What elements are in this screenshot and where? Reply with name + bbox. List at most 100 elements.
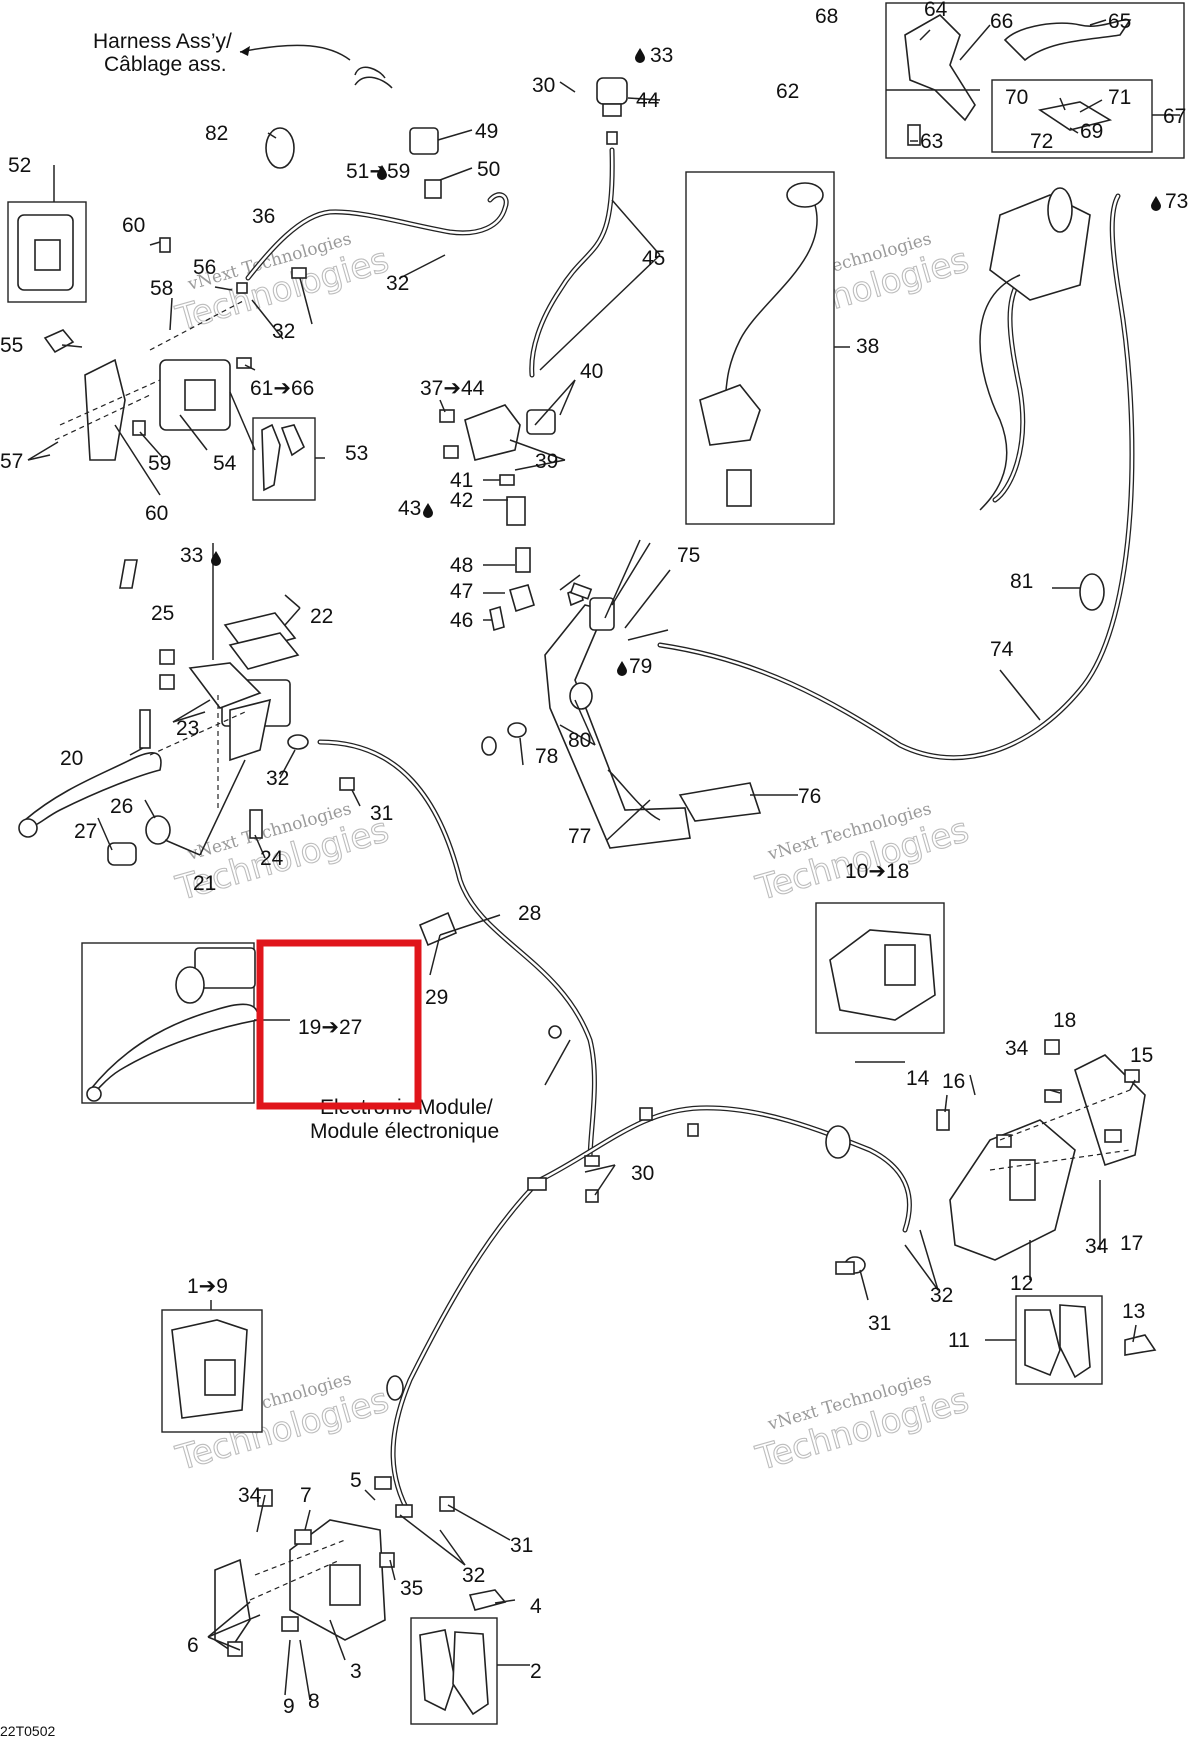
callout: 57 bbox=[0, 450, 23, 473]
callout: 9 bbox=[283, 1695, 295, 1718]
callout: 33 bbox=[180, 544, 203, 567]
callout: 52 bbox=[8, 154, 31, 177]
callout: 49 bbox=[475, 120, 498, 143]
callout: 58 bbox=[150, 277, 173, 300]
callout: 40 bbox=[580, 360, 603, 383]
callout: 55 bbox=[0, 334, 23, 357]
harness-label: Câblage ass. bbox=[104, 53, 227, 76]
callout: 27 bbox=[74, 820, 97, 843]
callout: 31 bbox=[510, 1534, 533, 1557]
callout: 82 bbox=[205, 122, 228, 145]
callout: 7 bbox=[300, 1484, 312, 1507]
module-label: Module électronique bbox=[310, 1120, 499, 1143]
callout: 48 bbox=[450, 554, 473, 577]
callout: 5 bbox=[350, 1469, 362, 1492]
callout: 66 bbox=[990, 10, 1013, 33]
callout: 79 bbox=[629, 655, 652, 678]
callout: 29 bbox=[425, 986, 448, 1009]
callout: 78 bbox=[535, 745, 558, 768]
callout: 32 bbox=[386, 272, 409, 295]
oil-drop-icon bbox=[1151, 196, 1161, 211]
callout: 73 bbox=[1165, 190, 1188, 213]
callout-19-27: 19➔27 bbox=[298, 1016, 362, 1039]
callouts: 1➔9 2 3 4 5 6 7 8 9 10➔18 11 12 13 14 15… bbox=[0, 0, 1188, 1718]
callout: 65 bbox=[1108, 10, 1131, 33]
callout: 77 bbox=[568, 825, 591, 848]
watermark-group: vNext Technologies Technologies vNext Te… bbox=[171, 229, 974, 1480]
callout: 71 bbox=[1108, 86, 1131, 109]
callout: 61➔66 bbox=[250, 377, 314, 400]
callout: 16 bbox=[942, 1070, 965, 1093]
callout: 39 bbox=[535, 450, 558, 473]
callout: 43 bbox=[398, 497, 421, 520]
callout: 17 bbox=[1120, 1232, 1143, 1255]
callout: 34 bbox=[1085, 1235, 1109, 1258]
callout: 51➔59 bbox=[346, 160, 410, 183]
callout: 14 bbox=[906, 1067, 930, 1090]
brake-hoses bbox=[245, 66, 1135, 1518]
callout: 80 bbox=[568, 729, 591, 752]
callout: 30 bbox=[631, 1162, 654, 1185]
callout: 24 bbox=[260, 847, 284, 870]
callout: 30 bbox=[532, 74, 555, 97]
callout: 36 bbox=[252, 205, 275, 228]
part-shapes bbox=[7, 2, 1185, 1725]
callout: 60 bbox=[122, 214, 145, 237]
callout: 34 bbox=[1005, 1037, 1029, 1060]
oil-drop-icon bbox=[617, 661, 627, 676]
callout: 69 bbox=[1080, 120, 1103, 143]
callout: 22 bbox=[310, 605, 333, 628]
callout: 32 bbox=[272, 320, 295, 343]
callout: 25 bbox=[151, 602, 174, 625]
oil-drop-icon bbox=[635, 48, 645, 63]
callout: 10➔18 bbox=[845, 860, 909, 883]
callout: 34 bbox=[238, 1484, 262, 1507]
callout: 33 bbox=[650, 44, 673, 67]
callout: 68 bbox=[815, 5, 838, 28]
callout: 56 bbox=[193, 256, 216, 279]
callout: 37➔44 bbox=[420, 377, 485, 400]
callout: 12 bbox=[1010, 1272, 1033, 1295]
highlight-box bbox=[256, 939, 422, 1110]
callout: 8 bbox=[308, 1690, 320, 1713]
callout: 2 bbox=[530, 1660, 542, 1683]
callout: 81 bbox=[1010, 570, 1033, 593]
callout: 64 bbox=[924, 0, 948, 21]
callout: 67 bbox=[1163, 105, 1186, 128]
callout: 35 bbox=[400, 1577, 423, 1600]
harness-label: Harness Ass’y/ bbox=[93, 30, 232, 53]
callout: 60 bbox=[145, 502, 168, 525]
callout: 28 bbox=[518, 902, 541, 925]
text-labels: Harness Ass’y/ Câblage ass. Electronic M… bbox=[0, 30, 499, 1739]
callout: 53 bbox=[345, 442, 368, 465]
callout: 47 bbox=[450, 580, 473, 603]
callout: 21 bbox=[193, 872, 216, 895]
callout: 50 bbox=[477, 158, 500, 181]
callout: 20 bbox=[60, 747, 83, 770]
callout: 59 bbox=[148, 452, 171, 475]
callout: 6 bbox=[187, 1634, 199, 1657]
callout: 72 bbox=[1030, 130, 1053, 153]
callout: 41 bbox=[450, 469, 473, 492]
callout: 76 bbox=[798, 785, 821, 808]
callout: 74 bbox=[990, 638, 1014, 661]
callout: 1➔9 bbox=[187, 1275, 228, 1298]
callout: 38 bbox=[856, 335, 879, 358]
callout: 63 bbox=[920, 130, 943, 153]
callout: 26 bbox=[110, 795, 133, 818]
callout: 11 bbox=[948, 1329, 970, 1352]
callout: 32 bbox=[930, 1284, 953, 1307]
callout: 13 bbox=[1122, 1300, 1145, 1323]
callout: 44 bbox=[636, 89, 660, 112]
callout: 32 bbox=[266, 767, 289, 790]
callout: 46 bbox=[450, 609, 473, 632]
callout: 32 bbox=[462, 1564, 485, 1587]
callout: 54 bbox=[213, 452, 237, 475]
callout: 31 bbox=[868, 1312, 891, 1335]
oil-drop-icon bbox=[423, 503, 433, 518]
callout: 31 bbox=[370, 802, 393, 825]
callout: 70 bbox=[1005, 86, 1028, 109]
harness-arrow-icon bbox=[240, 46, 250, 56]
callout: 3 bbox=[350, 1660, 362, 1683]
